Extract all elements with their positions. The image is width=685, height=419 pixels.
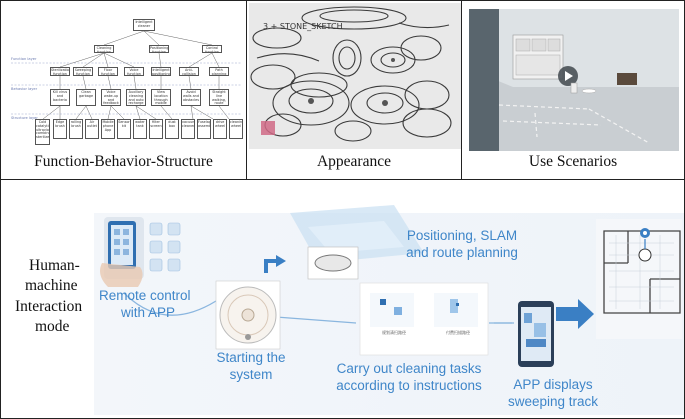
hmi-title-line: machine bbox=[25, 277, 78, 295]
function-layer-label: Function layer bbox=[11, 57, 37, 61]
fbs-behavior-node: Straight line walking, route planning bbox=[209, 89, 229, 106]
fbs-subfunction-node: Intelligent positioning function bbox=[151, 67, 171, 76]
fbs-subfunction-node: Anti-collision function bbox=[179, 67, 199, 76]
fbs-root-node: Intelligent cleaner bbox=[133, 19, 155, 31]
step-line: Positioning, SLAM bbox=[406, 228, 518, 243]
fbs-behavior-node: Auxiliary cleaning and auto recharge bbox=[126, 89, 146, 106]
step-remote-control: Remote control with APP bbox=[99, 288, 191, 322]
fbs-subfunction-node: Sweeping function bbox=[73, 67, 93, 76]
step-line: Carry out cleaning tasks bbox=[336, 361, 482, 376]
fbs-structure-node: filter screen bbox=[149, 119, 163, 139]
behavior-layer-label: Behavior layer bbox=[11, 87, 38, 91]
step-line: and route planning bbox=[406, 244, 518, 260]
fbs-panel: Function layer Behavior layer Structure … bbox=[0, 0, 247, 180]
fbs-subfunction-node: Voice function bbox=[124, 67, 144, 76]
step-carry-out-cleaning: Carry out cleaning tasks according to in… bbox=[319, 361, 499, 395]
fbs-subfunction-node: Sterilization function bbox=[50, 67, 70, 76]
appearance-caption: Appearance bbox=[316, 153, 391, 170]
appearance-panel: 3 + STONE_SKETCH Appearance bbox=[246, 0, 462, 180]
card-label: 付费扫描路径 bbox=[446, 330, 470, 335]
hmi-title-line: Interaction bbox=[15, 297, 83, 315]
step-line: Starting the bbox=[216, 350, 286, 365]
hmi-panel: Human- machine Interaction mode bbox=[0, 179, 685, 419]
fbs-structure-node: vacuum cleaner bbox=[181, 119, 195, 139]
step-line: with APP bbox=[121, 304, 176, 320]
fbs-behavior-node: Kill virus and bacteria bbox=[50, 89, 70, 106]
step-positioning-slam: Positioning, SLAM and route planning bbox=[397, 228, 527, 262]
appearance-sketch-image: 3 + STONE_SKETCH bbox=[249, 3, 461, 149]
hmi-title-line: mode bbox=[35, 318, 70, 336]
structure-layer-label: Structure layer bbox=[11, 116, 38, 120]
step-line: system bbox=[229, 366, 273, 382]
step-line: Remote control bbox=[99, 288, 191, 303]
hmi-flow-graphic bbox=[94, 205, 684, 415]
fbs-caption: Function-Behavior-Structure bbox=[34, 153, 213, 170]
fbs-structure-node: cleaning wheel bbox=[229, 119, 243, 139]
fbs-function-node: Cleaning function bbox=[94, 45, 114, 53]
hmi-title: Human- machine Interaction mode bbox=[15, 256, 82, 338]
use-scenarios-panel: Use Scenarios bbox=[461, 0, 685, 180]
fbs-subfunction-node: Path planning function bbox=[209, 67, 229, 76]
fbs-structure-node: water tank bbox=[133, 119, 147, 139]
fbs-behavior-node: Avoid walls and obstacles bbox=[181, 89, 201, 106]
step-line: according to instructions bbox=[336, 377, 482, 393]
fbs-structure-node: Edge brush bbox=[53, 119, 67, 139]
step-starting-system: Starting the system bbox=[201, 350, 301, 384]
fbs-structure-node: drive wheel bbox=[213, 119, 227, 139]
fbs-structure-node: Sensor kit bbox=[117, 119, 131, 139]
fbs-structure-node: Fuselage assembly bbox=[197, 119, 211, 139]
step-line: sweeping track bbox=[507, 393, 599, 409]
fbs-function-node: Control function bbox=[202, 45, 222, 53]
step-app-displays-track: APP displays sweeping track bbox=[501, 377, 605, 411]
fbs-structure-node: dust box bbox=[165, 119, 179, 139]
fbs-structure-node: Air outlet bbox=[85, 119, 99, 139]
fbs-behavior-node: View location through mobile APP bbox=[151, 89, 171, 106]
step-line: APP displays bbox=[513, 377, 593, 392]
fbs-behavior-node: Voice wake-up and feedback bbox=[101, 89, 121, 106]
sketch-title-text: 3 + STONE_SKETCH bbox=[263, 22, 343, 31]
use-scenario-image bbox=[469, 9, 679, 151]
use-scenarios-caption: Use Scenarios bbox=[528, 153, 618, 170]
card-label: 规划清扫路径 bbox=[382, 330, 406, 335]
fbs-connector-lines bbox=[11, 30, 241, 120]
fbs-structure-node: Mobile phone App bbox=[101, 119, 115, 139]
hmi-title-line: Human- bbox=[29, 257, 80, 274]
fbs-subfunction-node: Floor function bbox=[98, 67, 118, 76]
fbs-function-node: Positioning function bbox=[149, 45, 169, 53]
fbs-behavior-node: Clean garbage bbox=[76, 89, 96, 106]
fbs-structure-node: Cold catalytic ultraviolet combined ster… bbox=[35, 119, 50, 145]
fbs-structure-node: rolling brush bbox=[69, 119, 83, 139]
